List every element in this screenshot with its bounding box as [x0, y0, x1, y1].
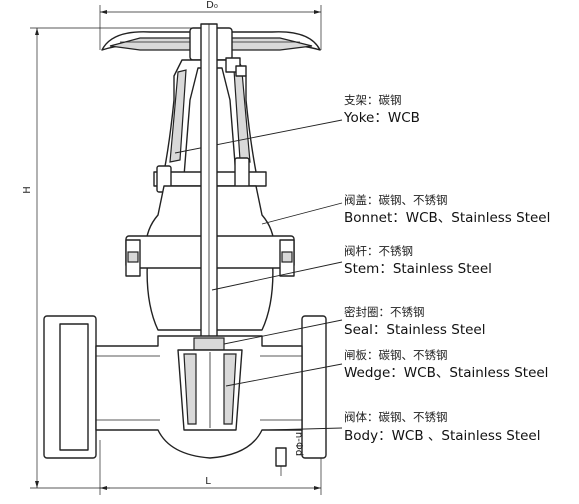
label-stem-en: Stem：Stainless Steel	[344, 261, 492, 277]
dimension-h: H	[22, 27, 200, 489]
stem	[200, 23, 343, 345]
dimension-d0: D₀	[99, 0, 322, 50]
dimension-h-label: H	[22, 186, 33, 194]
label-wedge-cn: 闸板：碳钢、不锈钢	[344, 348, 448, 362]
label-yoke: 支架：碳钢 Yoke：WCB	[343, 93, 420, 126]
label-seal: 密封圈：不锈钢 Seal：Stainless Steel	[344, 305, 485, 338]
label-bonnet: 阀盖：碳钢、不锈钢 Bonnet：WCB、Stainless Steel	[344, 193, 550, 226]
label-body-en: Body：WCB 、Stainless Steel	[344, 428, 541, 444]
label-bonnet-cn: 阀盖：碳钢、不锈钢	[344, 193, 448, 207]
label-seal-en: Seal：Stainless Steel	[344, 322, 485, 338]
label-yoke-cn: 支架：碳钢	[344, 93, 402, 107]
label-body-cn: 阀体：碳钢、不锈钢	[344, 410, 448, 424]
label-stem: 阀杆：不锈钢 Stem：Stainless Steel	[344, 244, 492, 277]
label-yoke-en: Yoke：WCB	[343, 110, 420, 126]
dimension-holes-label: n-Φd	[293, 432, 304, 456]
dimension-l-label: L	[205, 476, 211, 487]
wedge	[177, 349, 343, 431]
label-bonnet-en: Bonnet：WCB、Stainless Steel	[344, 210, 550, 226]
yoke	[163, 57, 343, 177]
bonnet	[125, 185, 343, 331]
label-wedge-en: Wedge：WCB、Stainless Steel	[344, 365, 548, 381]
label-wedge: 闸板：碳钢、不锈钢 Wedge：WCB、Stainless Steel	[344, 348, 548, 381]
label-body: 阀体：碳钢、不锈钢 Body：WCB 、Stainless Steel	[344, 410, 541, 444]
dimension-d0-label: D₀	[206, 0, 218, 11]
label-seal-cn: 密封圈：不锈钢	[344, 305, 425, 319]
label-stem-cn: 阀杆：不锈钢	[344, 244, 413, 258]
dimension-holes: n-Φd	[280, 432, 304, 476]
